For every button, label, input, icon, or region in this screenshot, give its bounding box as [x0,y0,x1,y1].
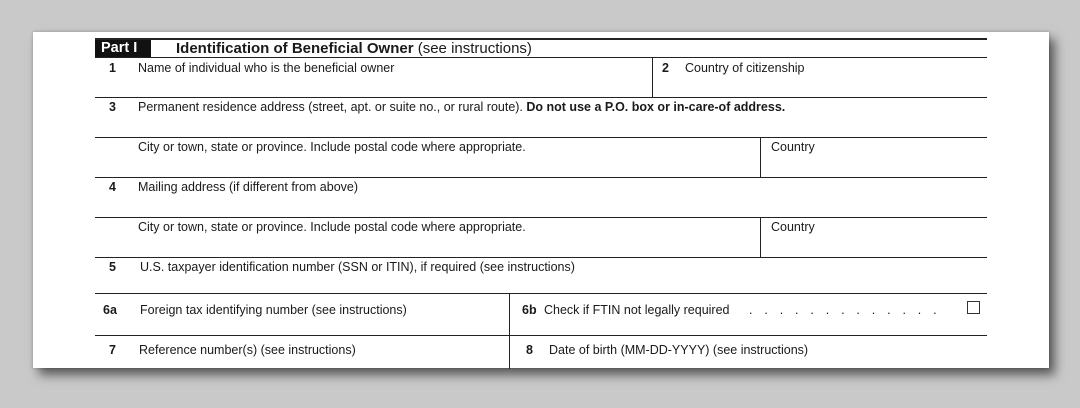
line7-label: Reference number(s) (see instructions) [139,343,356,357]
line3-label-text: Permanent residence address (street, apt… [138,100,523,114]
line1-label: Name of individual who is the beneficial… [138,61,395,75]
line6-bottom-rule [95,335,987,336]
line1-bottom-rule [95,97,987,98]
line6b-leader-dots: . . . . . . . . . . . . . [749,303,941,317]
line6a-number: 6a [103,303,117,317]
line8-label: Date of birth (MM-DD-YYYY) (see instruct… [549,343,809,357]
line3-label: Permanent residence address (street, apt… [138,100,785,114]
line4-city-label: City or town, state or province. Include… [138,220,526,234]
line6b-number: 6b [522,303,537,317]
line3-bottom-rule [95,137,987,138]
line4-address-field[interactable] [95,196,987,216]
line6a-ftin-field[interactable] [95,319,508,334]
line3-country-label: Country [771,140,815,154]
line3-address-field[interactable] [95,116,987,136]
line2-label: Country of citizenship [685,61,805,75]
part-badge: Part I [95,40,151,57]
part-title-suffix: (see instructions) [417,40,532,57]
line2-number: 2 [662,61,669,75]
line6b-label: Check if FTIN not legally required [544,303,730,317]
header-bottom-rule [95,57,987,58]
form-sheet: Part I Identification of Beneficial Owne… [33,32,1049,369]
line6a-label: Foreign tax identifying number (see inst… [140,303,407,317]
line1-name-field[interactable] [95,74,651,96]
part-title: Identification of Beneficial Owner (see … [176,40,532,57]
line2-country-field[interactable] [653,74,987,96]
line1-divider [652,57,653,97]
line3-number: 3 [109,100,116,114]
ftin-not-required-checkbox[interactable] [967,301,980,314]
line3-city-label: City or town, state or province. Include… [138,140,526,154]
line3-city-field[interactable] [95,156,759,176]
line3-label-bold: Do not use a P.O. box or in-care-of addr… [526,100,786,114]
line4-country-label: Country [771,220,815,234]
line4-label: Mailing address (if different from above… [138,180,359,194]
line4-city-bottom-rule [95,257,987,258]
line4-city-divider [760,217,761,257]
line1-number: 1 [109,61,116,75]
line7-number: 7 [109,343,116,357]
line5-label: U.S. taxpayer identification number (SSN… [140,260,575,274]
line4-number: 4 [109,180,116,194]
line4-city-field[interactable] [95,236,759,256]
line4-country-field[interactable] [761,236,987,256]
line3-country-field[interactable] [761,156,987,176]
line3-city-divider [760,137,761,177]
line6-divider [509,293,510,369]
line5-bottom-rule [95,293,987,294]
line7-reference-field[interactable] [95,358,508,368]
line4-bottom-rule [95,217,987,218]
line8-number: 8 [526,343,533,357]
line5-number: 5 [109,260,116,274]
part-title-bold: Identification of Beneficial Owner [176,40,414,57]
header-top-rule [95,38,987,40]
line8-dob-field[interactable] [510,358,987,368]
line5-tin-field[interactable] [95,276,987,292]
line3-city-bottom-rule [95,177,987,178]
